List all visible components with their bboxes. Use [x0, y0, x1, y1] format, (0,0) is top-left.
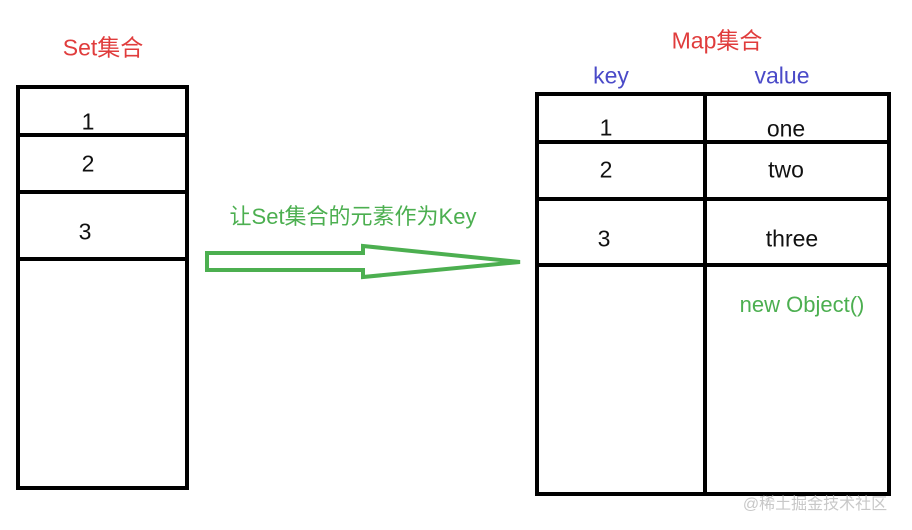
set-box	[16, 85, 189, 490]
map-title: Map集合	[671, 27, 763, 54]
map-value: two	[768, 156, 804, 183]
set-item: 1	[81, 108, 95, 135]
map-value: one	[766, 115, 806, 142]
set-title: Set集合	[62, 34, 144, 61]
new-object-value: new Object()	[739, 292, 865, 317]
right-arrow-icon	[205, 243, 521, 280]
watermark: @稀土掘金技术社区	[742, 496, 888, 513]
map-key: 1	[599, 114, 613, 141]
map-table	[535, 92, 891, 496]
map-value: three	[765, 225, 819, 252]
set-item: 3	[78, 218, 92, 245]
value-header: value	[754, 62, 810, 89]
set-item: 2	[81, 150, 95, 177]
map-key: 3	[597, 225, 611, 252]
map-key: 2	[599, 156, 613, 183]
key-header: key	[593, 62, 629, 89]
arrow-label: 让Set集合的元素作为Key	[229, 204, 477, 229]
